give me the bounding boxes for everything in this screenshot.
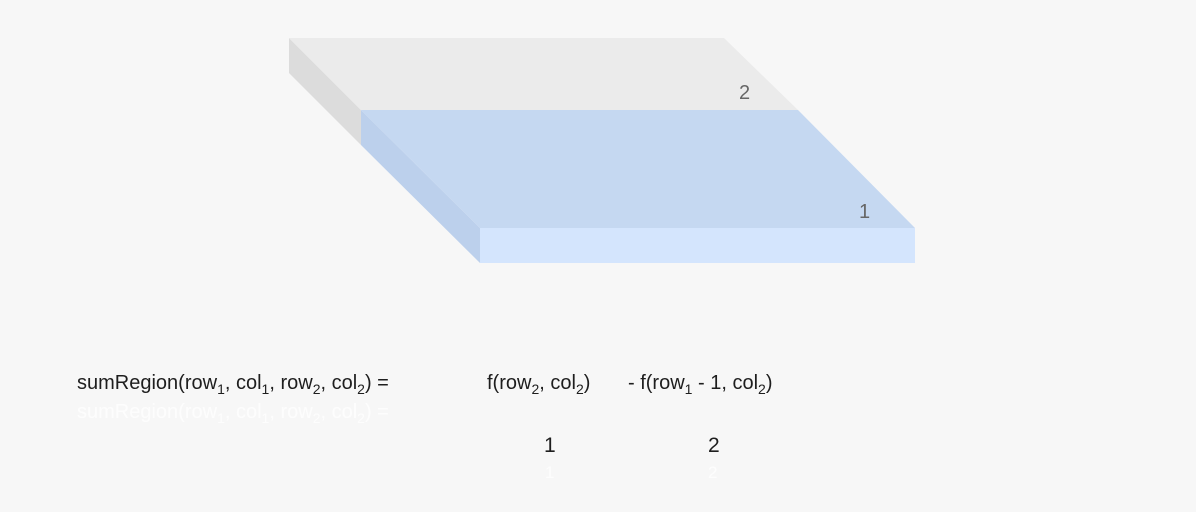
formula-text: , col [320,372,358,394]
term-2-label-reflection: 2 [708,463,718,482]
blue-slab-front [480,228,915,263]
formula-sub: 2 [312,410,321,426]
formula-sub: 2 [575,381,584,397]
formula-text: , col [539,372,576,394]
formula-reflection: sumRegion(row1, col1, row2, col2) = [77,400,389,426]
region-label-1: 1 [859,201,870,223]
formula-sub: 2 [312,381,321,397]
term-1-label-reflection: 1 [545,463,555,482]
formula-sub: 2 [531,381,540,397]
formula-sub: 1 [684,381,693,397]
formula-sub: 2 [758,381,766,397]
formula-sub: 2 [357,410,365,426]
term-2-label: 2 [708,434,720,457]
formula-text: ) [765,372,773,394]
formula-lhs: sumRegion(row1, col1, row2, col2) = [77,371,389,397]
grey-slab-left-side [289,38,361,145]
formula-sub: 1 [261,381,270,397]
formula-text: ) = [364,401,389,423]
formula-term-1: f(row2, col2) [487,371,591,397]
grey-slab-top [289,38,798,110]
region-label-2: 2 [739,82,750,104]
blue-slab-top [361,110,915,228]
formula-text: , row [269,372,313,394]
formula-sub: 1 [217,381,225,397]
formula-text: , col [224,372,262,394]
term-1-label: 1 [544,434,556,457]
formula-term-2: - f(row1 - 1, col2) [628,371,773,397]
formula-text: - f(row [628,372,685,394]
formula-text: sumRegion(row [77,401,218,423]
formula-text: f(row [487,372,532,394]
formula-text: - 1, col [692,372,759,394]
formula-sub: 1 [217,410,225,426]
blue-slab-left-side [361,110,480,263]
formula-sub: 1 [261,410,270,426]
formula-text: ) = [364,372,389,394]
formula-text: sumRegion(row [77,372,218,394]
formula-text: , col [224,401,262,423]
formula-text: , col [320,401,358,423]
formula-text: ) [583,372,591,394]
formula-sub: 2 [357,381,365,397]
formula-text: , row [269,401,313,423]
